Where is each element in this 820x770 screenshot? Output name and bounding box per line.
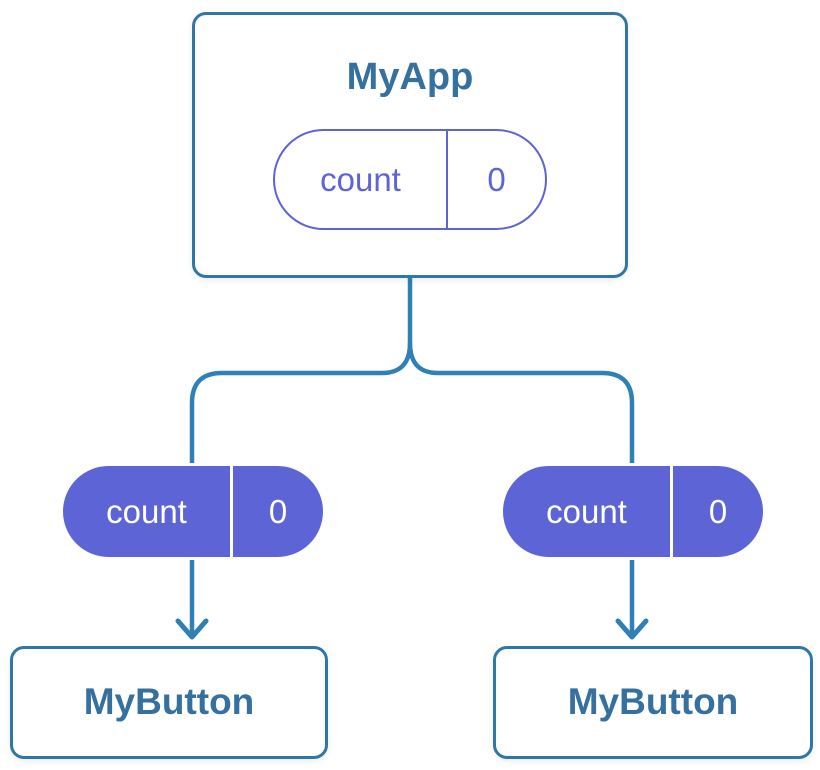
prop-pill-left: count 0 xyxy=(60,463,326,560)
right-branch-line xyxy=(407,342,635,633)
left-branch-line xyxy=(189,342,413,633)
state-pill: count 0 xyxy=(273,128,547,230)
prop-pill-right: count 0 xyxy=(500,463,766,560)
prop-pill-right-value: 0 xyxy=(670,466,763,557)
left-arrowhead-icon xyxy=(175,618,209,640)
node-mybutton-right: MyButton xyxy=(493,646,813,759)
state-pill-value: 0 xyxy=(446,130,545,228)
node-myapp: MyApp count 0 xyxy=(192,12,628,278)
prop-pill-left-value: 0 xyxy=(230,466,323,557)
prop-pill-right-key: count xyxy=(546,493,627,530)
state-pill-key: count xyxy=(320,160,401,198)
right-arrowhead-icon xyxy=(615,618,649,640)
node-myapp-title: MyApp xyxy=(346,56,474,98)
prop-pill-left-key: count xyxy=(106,493,187,530)
node-mybutton-left: MyButton xyxy=(10,646,328,759)
node-mybutton-right-title: MyButton xyxy=(567,681,739,723)
node-mybutton-left-title: MyButton xyxy=(83,681,255,723)
